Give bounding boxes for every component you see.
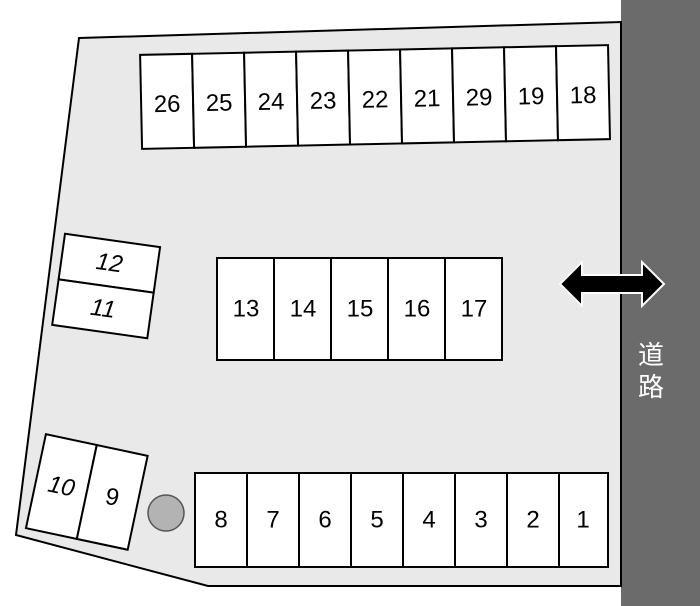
stall-29[interactable]: 29 — [451, 46, 508, 144]
stall-number: 21 — [413, 85, 440, 113]
left-stall-stack: 12 11 — [51, 232, 162, 340]
stall-6[interactable]: 6 — [298, 472, 352, 568]
bottom-left-stall-pair: 10 9 — [24, 433, 149, 551]
stall-number: 1 — [576, 507, 589, 534]
stall-13[interactable]: 13 — [216, 257, 275, 361]
stall-5[interactable]: 5 — [350, 472, 404, 568]
stall-22[interactable]: 22 — [347, 48, 404, 146]
stall-19[interactable]: 19 — [503, 45, 560, 143]
stall-2[interactable]: 2 — [506, 472, 560, 568]
road-label-top: 道 — [638, 341, 664, 371]
stall-number: 24 — [257, 88, 284, 116]
stall-number: 12 — [94, 248, 124, 278]
stall-number: 23 — [309, 87, 336, 115]
stall-number: 13 — [233, 296, 260, 323]
stall-number: 7 — [266, 507, 279, 534]
stall-16[interactable]: 16 — [387, 257, 446, 361]
stall-1[interactable]: 1 — [558, 472, 609, 568]
stall-17[interactable]: 17 — [444, 257, 503, 361]
stall-21[interactable]: 21 — [399, 47, 456, 145]
road-label-bottom: 路 — [638, 373, 664, 403]
top-stall-row: 26 25 24 23 22 21 29 19 — [139, 44, 611, 150]
stall-3[interactable]: 3 — [454, 472, 508, 568]
stall-number: 2 — [526, 507, 539, 534]
stall-24[interactable]: 24 — [243, 50, 300, 148]
stall-number: 29 — [465, 84, 492, 112]
stall-number: 9 — [103, 483, 122, 512]
stall-8[interactable]: 8 — [194, 472, 248, 568]
stall-number: 4 — [422, 507, 435, 534]
stall-number: 11 — [89, 294, 117, 324]
stall-9[interactable]: 9 — [75, 443, 149, 551]
stall-number: 19 — [517, 83, 544, 111]
stall-number: 8 — [214, 507, 227, 534]
middle-stall-row: 13 14 15 16 17 — [216, 257, 503, 361]
stall-number: 6 — [318, 507, 331, 534]
stall-number: 5 — [370, 507, 383, 534]
stall-14[interactable]: 14 — [273, 257, 332, 361]
stall-number: 26 — [154, 91, 181, 119]
stall-number: 14 — [290, 296, 317, 323]
stall-number: 3 — [474, 507, 487, 534]
stall-25[interactable]: 25 — [191, 51, 248, 149]
stall-number: 16 — [404, 296, 431, 323]
road — [621, 0, 700, 606]
double-arrow-icon — [558, 259, 666, 309]
stall-number: 18 — [569, 82, 596, 110]
bottom-stall-row: 8 7 6 5 4 3 2 1 — [194, 472, 609, 568]
circle-marker-icon — [147, 494, 185, 532]
stall-4[interactable]: 4 — [402, 472, 456, 568]
stall-number: 15 — [347, 296, 374, 323]
stall-number: 25 — [206, 89, 233, 117]
stall-7[interactable]: 7 — [246, 472, 300, 568]
stall-number: 17 — [461, 296, 488, 323]
stall-number: 22 — [361, 86, 388, 114]
stall-18[interactable]: 18 — [554, 44, 611, 142]
stall-15[interactable]: 15 — [330, 257, 389, 361]
stall-number: 10 — [45, 471, 77, 503]
stall-11[interactable]: 11 — [51, 278, 155, 340]
stall-26[interactable]: 26 — [139, 52, 196, 150]
stall-23[interactable]: 23 — [295, 49, 352, 147]
